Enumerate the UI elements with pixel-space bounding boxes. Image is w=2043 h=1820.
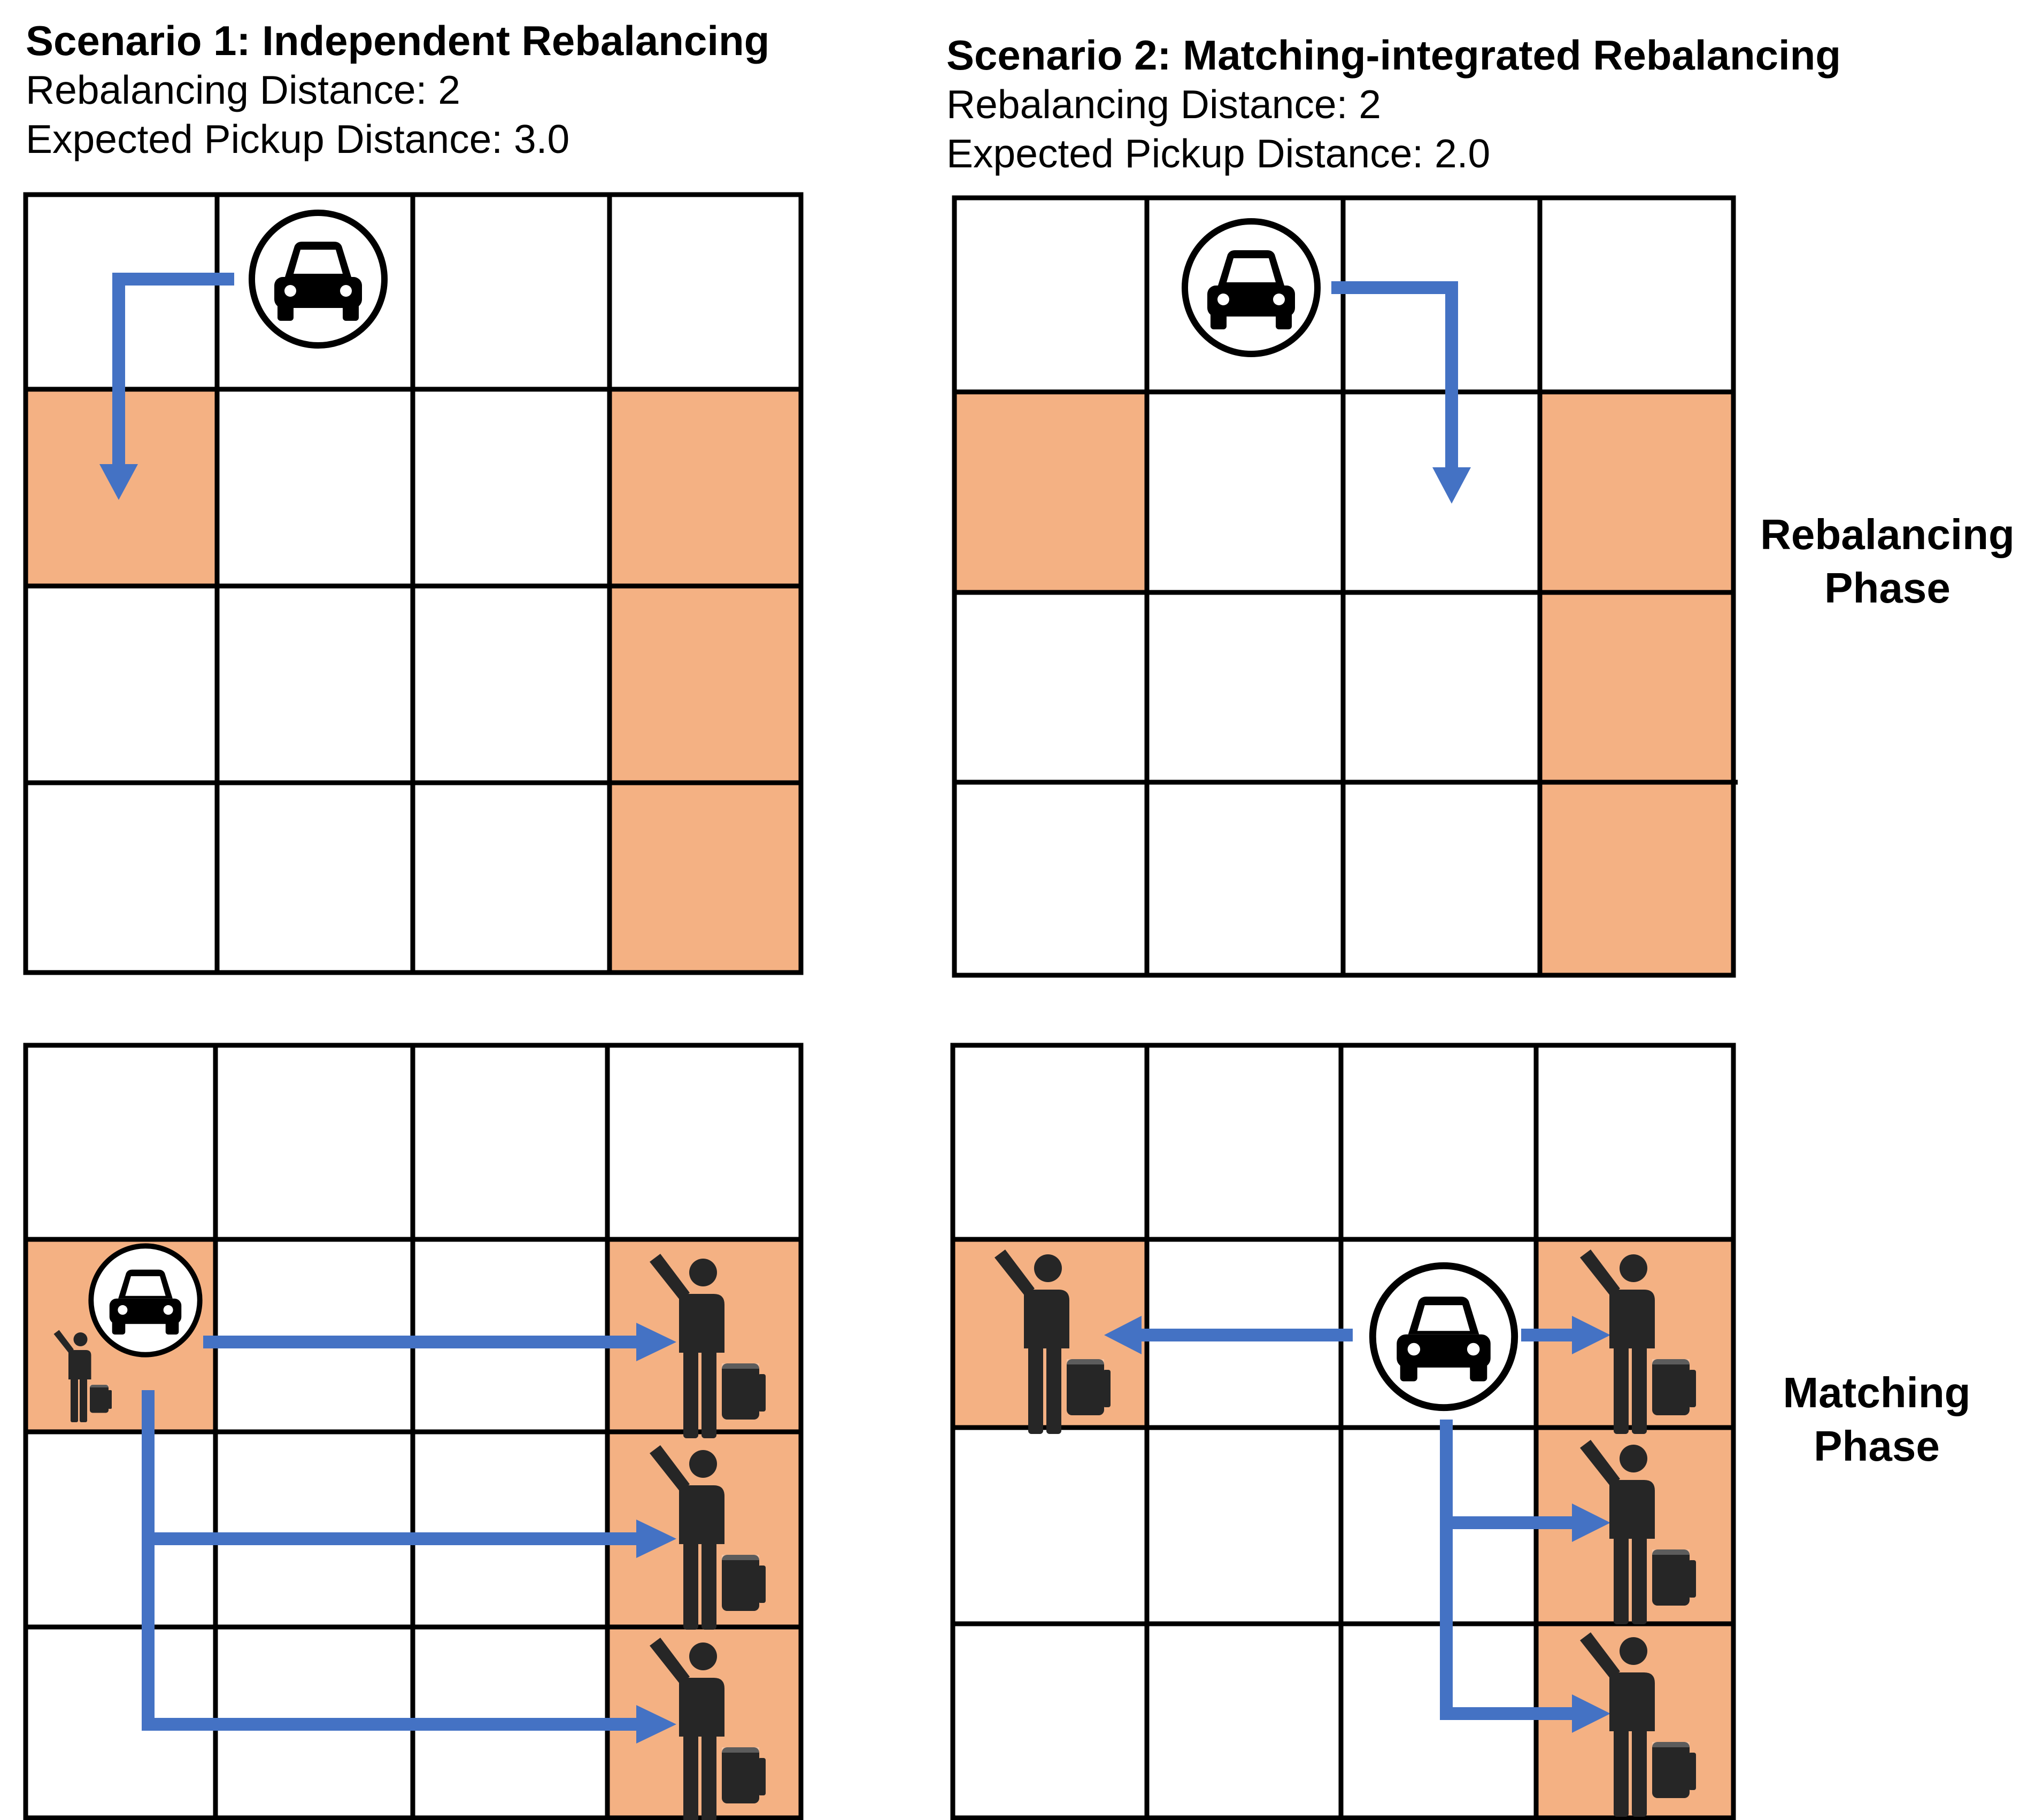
rebalance-arrow-s2 bbox=[1331, 281, 1471, 504]
rebalancing-phase-label: Rebalancing Phase bbox=[1748, 508, 2026, 615]
scenario1-rebalancing-distance: Rebalancing Distance: 2 bbox=[26, 67, 460, 112]
scenario1-header: Scenario 1: Independent Rebalancing Reba… bbox=[26, 16, 769, 164]
car-icon bbox=[252, 213, 384, 345]
matching-phase-line1: Matching bbox=[1783, 1369, 1971, 1416]
panel-s1-matching bbox=[23, 1043, 804, 1820]
panel-s2-matching bbox=[950, 1043, 1736, 1820]
scenario1-title: Scenario 1: Independent Rebalancing bbox=[26, 17, 770, 64]
matching-phase-line2: Phase bbox=[1814, 1422, 1940, 1470]
rebalancing-phase-line1: Rebalancing bbox=[1760, 511, 2015, 558]
matching-phase-label: Matching Phase bbox=[1738, 1366, 2016, 1473]
panel-s1-rebalancing bbox=[23, 192, 804, 975]
scenario2-rebalancing-distance: Rebalancing Distance: 2 bbox=[946, 82, 1381, 127]
car-icon bbox=[1373, 1266, 1514, 1407]
rebalance-arrow-s1 bbox=[99, 273, 234, 500]
pickup-arrows-s2 bbox=[1136, 1329, 1577, 1720]
pickup-arrows-s1 bbox=[142, 1336, 642, 1731]
car-icon bbox=[91, 1246, 199, 1354]
panel-s2-rebalancing bbox=[952, 195, 1738, 978]
scenario2-title: Scenario 2: Matching-integrated Rebalanc… bbox=[946, 32, 1841, 79]
car-icon bbox=[1185, 221, 1317, 354]
rebalancing-phase-line2: Phase bbox=[1824, 564, 1951, 612]
scenario2-expected-pickup: Expected Pickup Distance: 2.0 bbox=[946, 131, 1491, 176]
scenario2-header: Scenario 2: Matching-integrated Rebalanc… bbox=[946, 30, 1841, 178]
scenario1-expected-pickup: Expected Pickup Distance: 3.0 bbox=[26, 117, 570, 161]
